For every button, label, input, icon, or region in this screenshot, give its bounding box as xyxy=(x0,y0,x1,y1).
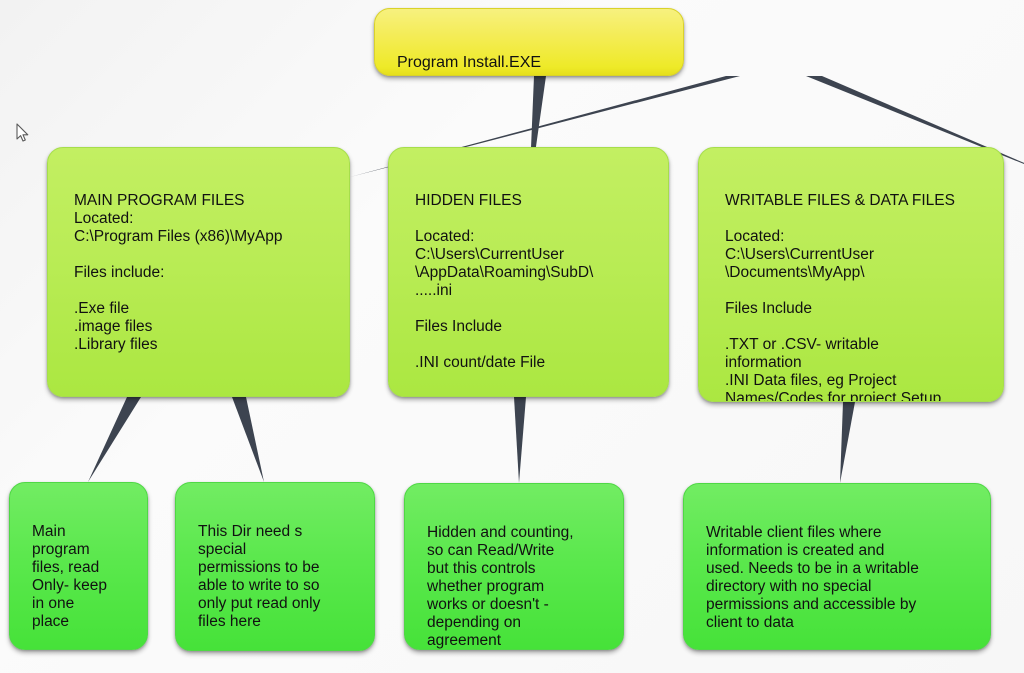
node-note-special-permissions[interactable]: This Dir need s special permissions to b… xyxy=(175,482,375,651)
node-label: Hidden and counting, so can Read/Write b… xyxy=(427,523,574,649)
node-note-hidden-counting[interactable]: Hidden and counting, so can Read/Write b… xyxy=(404,483,624,650)
node-hidden-files[interactable]: HIDDEN FILES Located: C:\Users\CurrentUs… xyxy=(388,147,669,397)
node-program-install-exe[interactable]: Program Install.EXE xyxy=(374,8,684,76)
node-label: HIDDEN FILES Located: C:\Users\CurrentUs… xyxy=(415,191,594,371)
main-files-to-note-permissions xyxy=(232,397,264,482)
writable-files-to-note-client xyxy=(840,402,855,483)
hidden-files-to-note-counting xyxy=(514,397,526,483)
main-files-to-note-readonly xyxy=(88,397,141,482)
node-label: WRITABLE FILES & DATA FILES Located: C:\… xyxy=(725,191,955,402)
root-to-writable-files xyxy=(806,76,1024,165)
node-label: This Dir need s special permissions to b… xyxy=(198,522,321,630)
node-label: MAIN PROGRAM FILES Located: C:\Program F… xyxy=(74,191,283,353)
node-label: Main program files, read Only- keep in o… xyxy=(32,522,107,630)
node-label: Program Install.EXE xyxy=(397,53,542,71)
node-writable-files-and-data-files[interactable]: WRITABLE FILES & DATA FILES Located: C:\… xyxy=(698,147,1004,402)
node-note-main-readonly[interactable]: Main program files, read Only- keep in o… xyxy=(9,482,148,650)
node-note-writable-client[interactable]: Writable client files where information … xyxy=(683,483,991,650)
node-main-program-files[interactable]: MAIN PROGRAM FILES Located: C:\Program F… xyxy=(47,147,350,397)
node-label: Writable client files where information … xyxy=(706,523,919,631)
